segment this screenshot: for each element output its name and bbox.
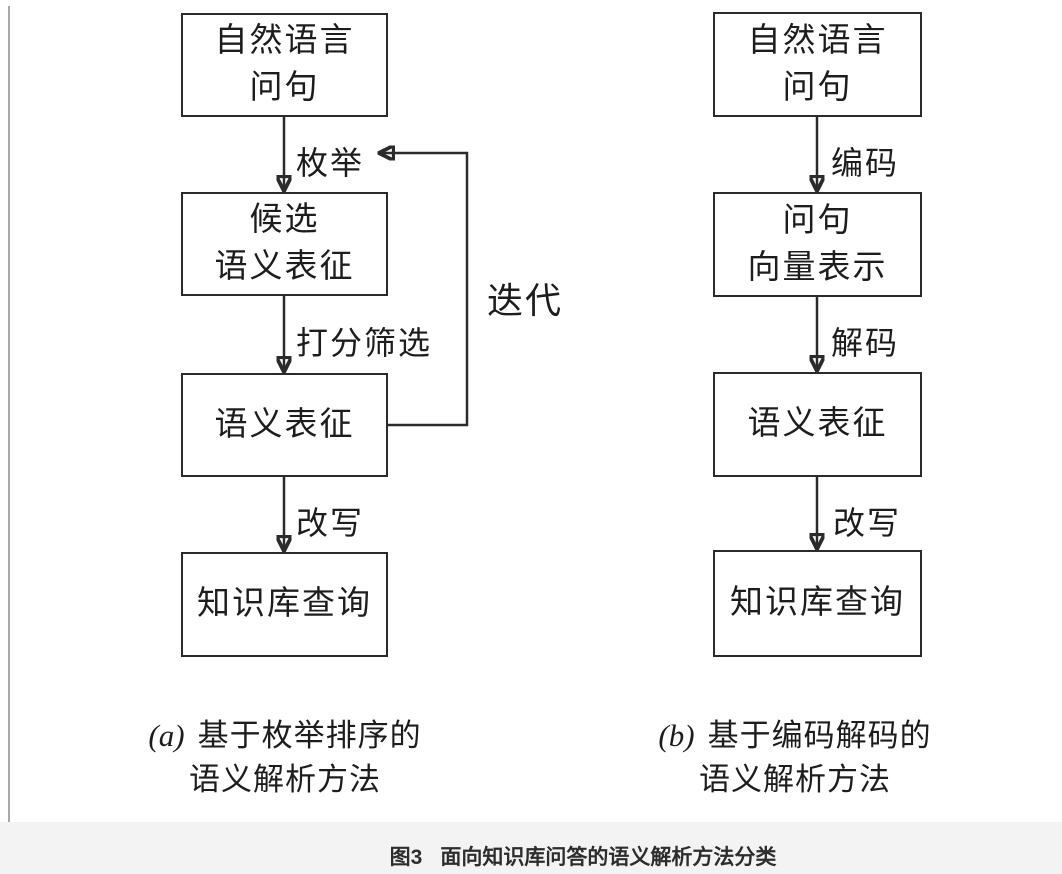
flow-b-box-natural-language-question: 自然语言 问句 <box>713 12 922 117</box>
flow-a-box-knowledge-base-query: 知识库查询 <box>181 552 388 657</box>
box-text-line: 问句 <box>249 70 320 106</box>
flow-b-box-semantic-representation: 语义表征 <box>713 372 922 477</box>
flow-b-caption-line2: 语义解析方法 <box>699 762 891 797</box>
flow-a-caption-line1: (a) 基于枚举排序的 <box>115 714 455 758</box>
box-text-line: 自然语言 <box>214 23 355 59</box>
flow-a-edge-label-score-filter: 打分筛选 <box>296 325 433 361</box>
flow-a-caption: (a) 基于枚举排序的 语义解析方法 <box>115 714 455 802</box>
figure-title: 面向知识库问答的语义解析方法分类 <box>440 846 777 869</box>
flow-b-box-knowledge-base-query: 知识库查询 <box>713 550 922 657</box>
flow-b-edge-label-decode: 解码 <box>831 325 900 361</box>
box-text-line: 向量表示 <box>747 249 888 286</box>
box-text-line: 语义表征 <box>214 249 355 285</box>
flow-a-loop-label-iteration: 迭代 <box>487 281 564 321</box>
flow-a-box-natural-language-question: 自然语言 问句 <box>181 13 388 117</box>
box-text-line: 候选 <box>249 202 320 238</box>
flow-b-box-question-vector-representation: 问句 向量表示 <box>713 192 922 297</box>
figure-caption: 图3 面向知识库问答的语义解析方法分类 <box>300 841 866 871</box>
flow-b-caption: (b) 基于编码解码的 语义解析方法 <box>625 714 965 802</box>
box-text-line: 语义表征 <box>747 406 888 442</box>
flow-b-edge-label-encode: 编码 <box>831 145 900 181</box>
box-text-line: 语义表征 <box>214 406 355 443</box>
box-text-line: 问句 <box>782 69 853 106</box>
flow-a-edge-label-enumerate: 枚举 <box>296 145 365 181</box>
box-text-line: 自然语言 <box>747 22 888 59</box>
flow-b-edge-label-rewrite: 改写 <box>833 505 902 541</box>
flow-a-iteration-loop-arrow <box>381 153 469 427</box>
flow-b-caption-prefix: (b) <box>658 718 695 753</box>
flow-a-caption-line2: 语义解析方法 <box>189 762 381 797</box>
flow-a-edge-label-rewrite: 改写 <box>296 505 365 541</box>
left-border-line <box>8 6 10 874</box>
box-text-line: 知识库查询 <box>730 585 905 621</box>
figure-number: 图3 <box>389 846 423 869</box>
flow-a-box-semantic-representation: 语义表征 <box>181 373 388 477</box>
flow-a-box-candidate-semantic-representation: 候选 语义表征 <box>181 192 388 296</box>
flow-b-caption-line1: (b) 基于编码解码的 <box>625 714 965 758</box>
box-text-line: 知识库查询 <box>197 586 372 622</box>
flow-b-caption-text: 基于编码解码的 <box>707 718 932 753</box>
figure-caption-strip <box>0 822 1062 874</box>
flow-a-caption-prefix: (a) <box>148 718 185 753</box>
flow-a-caption-text: 基于枚举排序的 <box>197 718 422 753</box>
box-text-line: 问句 <box>782 202 853 239</box>
